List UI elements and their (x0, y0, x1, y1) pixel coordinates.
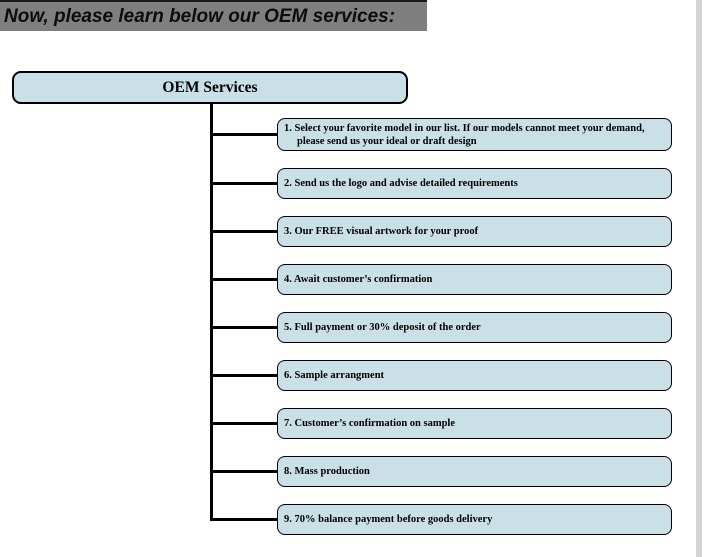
flowchart-root-label: OEM Services (162, 78, 258, 96)
flow-step-box: 2. Send us the logo and advise detailed … (277, 168, 672, 199)
flowchart-connector-line (210, 133, 277, 136)
flowchart-connector-line (210, 422, 277, 425)
flowchart-connector-line (210, 326, 277, 329)
page-edge-strip (696, 0, 702, 557)
flowchart-connector-line (210, 182, 277, 185)
flowchart-root-box: OEM Services (12, 71, 408, 104)
flow-step-box: 4. Await customer’s confirmation (277, 264, 672, 295)
flowchart-trunk-line (210, 104, 213, 521)
flow-step-box: 5. Full payment or 30% deposit of the or… (277, 312, 672, 343)
flow-step-box: 1. Select your favorite model in our lis… (277, 118, 672, 151)
flow-step-label: 5. Full payment or 30% deposit of the or… (284, 322, 481, 333)
flow-step-box: 7. Customer’s confirmation on sample (277, 408, 672, 439)
flowchart-connector-line (210, 230, 277, 233)
flow-step-box: 8. Mass production (277, 456, 672, 487)
flow-step-label: 6. Sample arrangment (284, 370, 385, 381)
flow-step-label: 4. Await customer’s confirmation (284, 274, 433, 285)
flow-step-label: 8. Mass production (284, 466, 370, 477)
flow-step-label: 7. Customer’s confirmation on sample (284, 418, 455, 429)
flowchart-connector-line (210, 278, 277, 281)
flow-step-label: 1. Select your favorite model in our lis… (284, 122, 645, 147)
flow-step-box: 3. Our FREE visual artwork for your proo… (277, 216, 672, 247)
flowchart-connector-line (210, 518, 277, 521)
flowchart-connector-line (210, 374, 277, 377)
section-title-highlight: Now, please learn below our OEM services… (0, 0, 427, 31)
flow-step-box: 6. Sample arrangment (277, 360, 672, 391)
flow-step-box: 9. 70% balance payment before goods deli… (277, 504, 672, 535)
section-title-text: Now, please learn below our OEM services… (4, 5, 396, 27)
flow-step-label: 9. 70% balance payment before goods deli… (284, 514, 493, 525)
flow-step-label: 3. Our FREE visual artwork for your proo… (284, 226, 479, 237)
flowchart-connector-line (210, 470, 277, 473)
flow-step-label: 2. Send us the logo and advise detailed … (284, 178, 518, 189)
